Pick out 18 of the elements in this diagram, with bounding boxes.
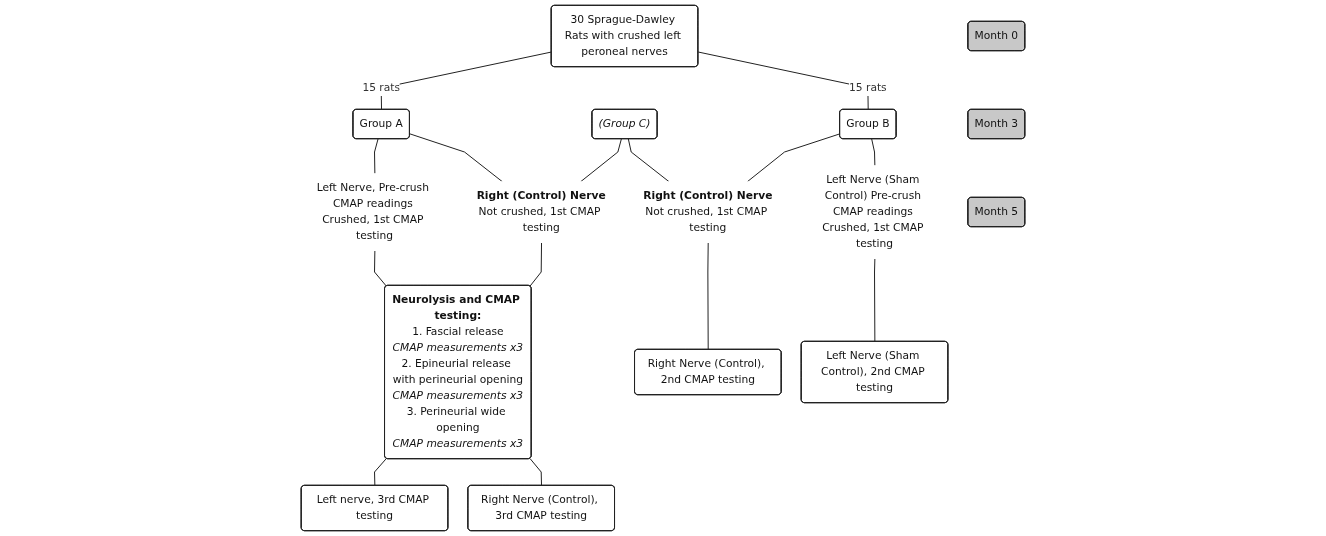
connector — [746, 133, 841, 183]
node-text: Left Nerve, Pre-crush CMAP readings Crushed, 1st CMAP testing — [316, 181, 429, 242]
connector — [707, 242, 709, 351]
node-text: Right (Control) Nerve Not crushed, 1st CMAP testing — [643, 189, 773, 234]
node-text: Right (Control) Nerve Not crushed, 1st CMAP testing — [476, 189, 606, 234]
connector — [580, 138, 622, 183]
connector — [374, 250, 387, 287]
connector — [529, 458, 543, 487]
connector — [529, 242, 543, 287]
connector — [871, 138, 876, 167]
node-text: Left Nerve (Sham Control) Pre-crush CMAP readings Crushed, 1st CMAP testing — [822, 173, 924, 250]
edge-label: 15 rats — [849, 81, 887, 94]
connector — [874, 258, 876, 343]
edge-label: 15 rats — [362, 81, 401, 94]
connector — [627, 138, 670, 183]
connector — [409, 133, 503, 183]
connector — [374, 458, 387, 487]
connector — [374, 138, 379, 175]
